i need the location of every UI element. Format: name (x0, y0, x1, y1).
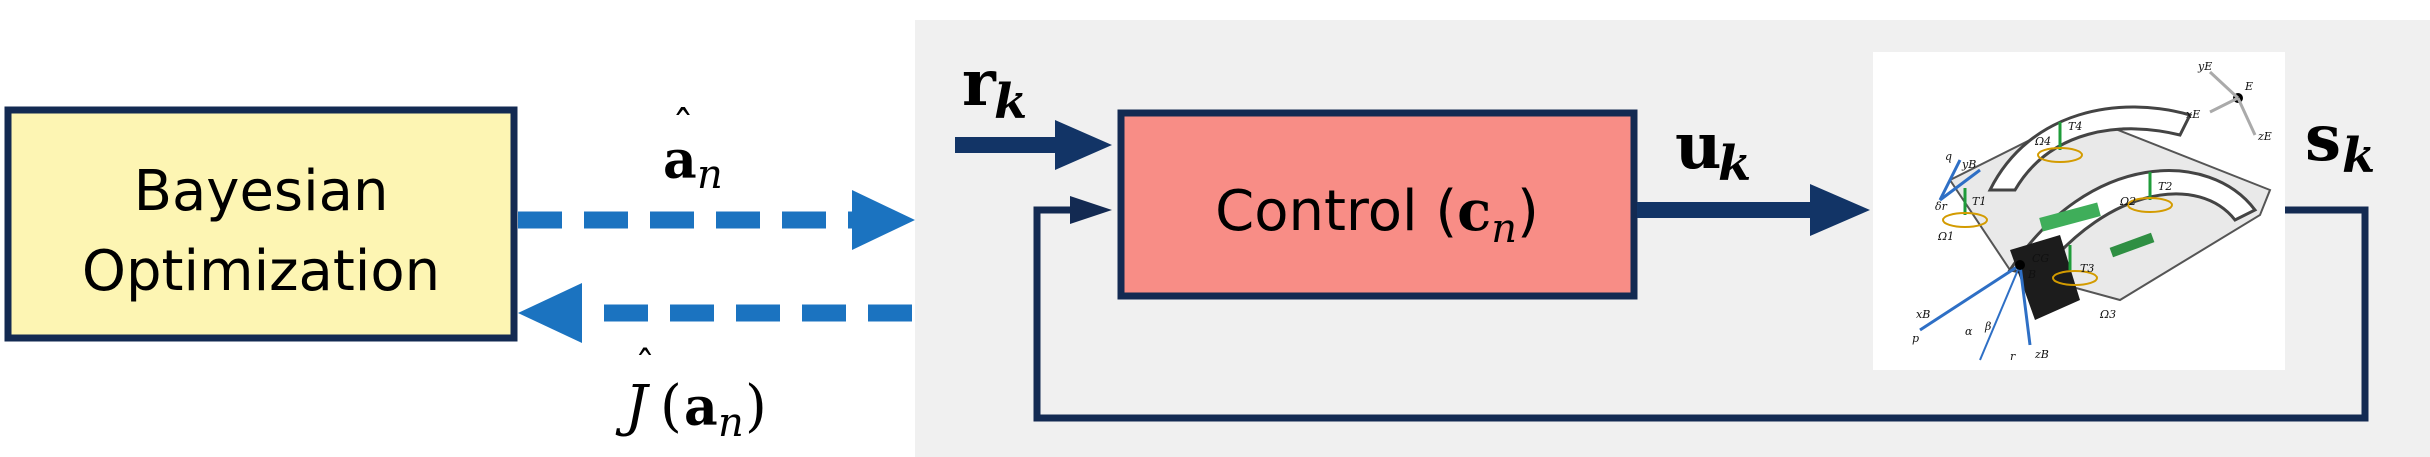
aircraft-label-t3: T3 (2080, 262, 2094, 275)
params-hat: ˆ (672, 102, 694, 153)
aircraft-label-e: E (2244, 80, 2253, 93)
aircraft-label-b: B (2027, 268, 2036, 281)
aircraft-label-p: p (1912, 332, 1919, 345)
cost-label: J ˆ ( a n ) (615, 344, 767, 446)
reference-symbol: r (962, 46, 997, 121)
aircraft-label-r: r (2010, 350, 2016, 363)
input-symbol: u (1675, 109, 1722, 184)
bayes-label-line1: Bayesian (134, 159, 389, 224)
aircraft-label-omega4: Ω4 (2034, 135, 2051, 148)
aircraft-label-t2: T2 (2158, 180, 2172, 193)
aircraft-label-dr: δr (1935, 200, 1948, 213)
cost-arg-subscript: n (718, 400, 744, 446)
state-symbol: s (2305, 101, 2341, 176)
aircraft-label-alpha: α (1965, 325, 1973, 338)
aircraft-label-xb: xB (1916, 308, 1930, 321)
aircraft-label-omega2: Ω2 (2119, 195, 2136, 208)
aircraft-image: CG B E yE xE zE q p r δr Ω1 Ω2 Ω3 Ω4 T1 … (1873, 52, 2285, 370)
control-label: Control (cn) (1215, 178, 1539, 252)
aircraft-label-ye: yE (2197, 60, 2212, 73)
aircraft-label-t4: T4 (2068, 120, 2082, 133)
reference-arrow (955, 120, 1112, 170)
aircraft-label-zb: zB (2034, 348, 2049, 361)
input-label: u k (1675, 109, 1751, 192)
params-arrow (518, 190, 915, 250)
params-symbol: a (663, 130, 697, 191)
input-subscript: k (1718, 136, 1751, 192)
aircraft-label-ze: zE (2257, 130, 2272, 143)
state-subscript: k (2342, 128, 2375, 184)
aircraft-label-t1: T1 (1972, 195, 1986, 208)
cost-open-paren: ( (660, 374, 682, 439)
bayesian-optimization-box: Bayesian Optimization (4, 106, 518, 342)
cost-hat: ˆ (635, 344, 655, 390)
aircraft-label-cg: CG (2032, 252, 2049, 265)
params-label: a ˆ n (663, 102, 723, 198)
reference-subscript: k (994, 74, 1027, 130)
state-label: s k (2305, 101, 2375, 184)
aircraft-label-xe: xE (2186, 108, 2200, 121)
control-box: Control (cn) (1117, 109, 1638, 300)
input-arrow (1637, 184, 1870, 236)
aircraft-label-q: q (1945, 150, 1952, 163)
cost-arrow (518, 283, 912, 343)
cost-arg: a (684, 377, 718, 438)
bayes-label-line2: Optimization (82, 239, 440, 304)
cost-close-paren: ) (745, 374, 767, 439)
reference-label: r k (962, 46, 1027, 130)
aircraft-label-yb: yB (1961, 158, 1976, 171)
feedback-loop (1033, 196, 2369, 422)
params-subscript: n (697, 152, 723, 198)
aircraft-label-omega1: Ω1 (1937, 230, 1954, 243)
aircraft-label-omega3: Ω3 (2099, 308, 2116, 321)
aircraft-label-beta: β (1984, 320, 1991, 333)
